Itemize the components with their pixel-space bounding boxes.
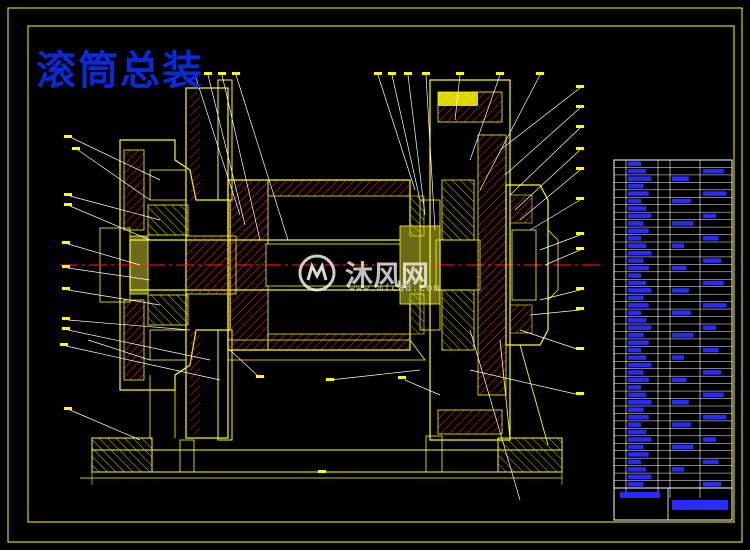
table-cell-text [628, 213, 652, 219]
table-cell-text [628, 362, 652, 368]
table-cell-text [628, 407, 644, 412]
table-cell-text [628, 228, 649, 234]
table-cell-text [628, 161, 641, 166]
table-cell-text [628, 332, 644, 338]
table-cell-text [628, 452, 649, 457]
table-cell-text [703, 482, 722, 487]
table-cell-text [628, 318, 647, 323]
table-cell-text [703, 437, 716, 442]
table-cell-text [628, 385, 641, 390]
table-cell-text [628, 183, 644, 189]
table-cell-text [672, 444, 694, 450]
table-cell-text [628, 303, 649, 308]
base-plate [80, 435, 563, 485]
table-cell-text [628, 392, 647, 398]
table-cell-text [672, 355, 684, 360]
table-cell-text [628, 250, 652, 256]
inner-frame [27, 25, 735, 523]
table-cell-text [628, 265, 649, 271]
parts-list-table [613, 159, 733, 521]
label-marks [60, 72, 584, 473]
table-cell-text [703, 303, 727, 308]
leader-lines-right [229, 87, 581, 501]
table-cell-text [703, 370, 722, 375]
table-cell-text [628, 377, 649, 383]
table-cell-text [628, 467, 647, 472]
right-gearbox [409, 79, 511, 441]
table-cell-text [628, 206, 647, 211]
table-cell-text [628, 429, 647, 435]
watermark-url: www.mfcad.com [349, 283, 441, 294]
table-cell-text [628, 474, 652, 480]
table-cell-text [703, 168, 724, 174]
table-cell-text [628, 310, 641, 316]
table-cell-text [672, 265, 687, 271]
table-cell-text [628, 236, 641, 241]
table-cell-text [703, 191, 727, 196]
table-cell-text [628, 422, 641, 427]
drawing-title: 滚筒总装 [36, 48, 204, 94]
table-cell-text [703, 280, 724, 286]
table-cell-text [672, 176, 689, 181]
table-cell-text [628, 221, 644, 226]
table-cell-text [628, 191, 649, 196]
table-cell-text [672, 422, 692, 427]
table-cell-text [672, 332, 694, 338]
table-cell-text [628, 258, 644, 263]
table-cell-text [628, 176, 652, 181]
table-cell-text [628, 243, 647, 248]
right-end-cap [505, 184, 559, 346]
table-cell-text [628, 340, 649, 345]
table-cell-text [628, 444, 644, 450]
table-cell-text [672, 198, 692, 204]
table-cell-text [672, 400, 689, 405]
table-cell-text [703, 236, 719, 241]
table-cell-text [628, 459, 641, 465]
leader-lines-left [65, 137, 221, 441]
table-cell-text [628, 273, 641, 278]
table-cell-text [703, 258, 722, 263]
table-cell-text [628, 198, 641, 204]
table-cell-text [628, 437, 652, 442]
table-cell-text [672, 221, 694, 226]
table-cell-text [703, 213, 716, 219]
table-cell-text [672, 243, 684, 248]
table-cell-text [672, 467, 684, 472]
table-cell-text [672, 377, 687, 383]
table-cell-text [703, 459, 719, 465]
mfcad-logo-icon [298, 254, 336, 292]
table-cell-text [628, 325, 652, 330]
table-cell-text [628, 288, 652, 293]
table-cell-text [703, 347, 719, 353]
table-cell-text [628, 370, 644, 375]
table-cell-text [628, 347, 641, 353]
table-cell-text [628, 280, 647, 286]
table-cell-text [703, 392, 724, 398]
right-support [499, 339, 549, 446]
table-cell-text [672, 310, 692, 316]
table-cell-text [703, 325, 716, 330]
table-cell-text [628, 168, 647, 174]
watermark-brand: 沐风网 [345, 259, 430, 292]
table-cell-text [703, 414, 727, 420]
table-cell-text [628, 355, 647, 360]
table-cell-text [628, 414, 649, 420]
table-cell-text [628, 295, 644, 301]
leader-lines-top [194, 74, 541, 241]
outer-frame [7, 7, 743, 543]
table-cell-text [628, 482, 644, 487]
table-cell-text [628, 400, 652, 405]
table-cell-text [672, 288, 689, 293]
